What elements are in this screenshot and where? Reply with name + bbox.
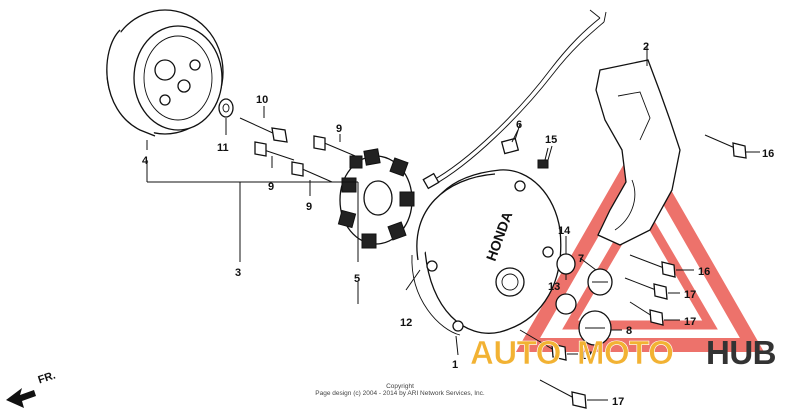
callout-14: 14 bbox=[558, 225, 571, 237]
callout-12: 12 bbox=[400, 317, 412, 329]
cap-7 bbox=[587, 268, 613, 296]
copyright-line-2: Page design (c) 2004 - 2014 by ARI Netwo… bbox=[315, 390, 485, 397]
callout-3: 3 bbox=[235, 267, 241, 279]
flywheel bbox=[106, 9, 224, 137]
callout-11: 11 bbox=[217, 142, 229, 154]
callout-16b: 16 bbox=[698, 266, 710, 278]
callout-16a: 16 bbox=[762, 148, 774, 160]
washer bbox=[218, 98, 234, 118]
copyright-line-1: Copyright bbox=[386, 383, 414, 390]
bolts-9 bbox=[254, 135, 361, 183]
callout-17a: 17 bbox=[684, 289, 696, 301]
watermark-triangle bbox=[515, 135, 765, 352]
callout-numbers: 1 2 3 4 5 6 7 8 9 9 9 10 11 12 13 14 15 … bbox=[142, 41, 774, 408]
bolt-10 bbox=[239, 117, 288, 143]
callout-15: 15 bbox=[545, 134, 557, 146]
stator bbox=[337, 148, 415, 249]
watermark-auto: AUTO bbox=[470, 334, 561, 371]
callout-9b: 9 bbox=[268, 181, 274, 193]
callout-17d: 17 bbox=[612, 396, 624, 408]
watermark-logo: AUTO MOTO HUB bbox=[470, 334, 777, 372]
callout-9c: 9 bbox=[306, 201, 312, 213]
callout-10: 10 bbox=[256, 94, 268, 106]
cap-8 bbox=[578, 310, 612, 346]
bolt-15 bbox=[537, 147, 549, 169]
callout-5: 5 bbox=[354, 273, 360, 285]
bolt-16-upper bbox=[704, 134, 747, 159]
leader-lines bbox=[146, 45, 760, 401]
sprocket-cover-bracket bbox=[595, 54, 681, 246]
watermark-hub: HUB bbox=[706, 334, 776, 371]
callout-17b: 17 bbox=[684, 316, 696, 328]
callout-9a: 9 bbox=[336, 123, 342, 135]
bolts-17 bbox=[519, 254, 676, 409]
callout-2: 2 bbox=[643, 41, 649, 53]
oring-13 bbox=[555, 253, 577, 315]
callout-8: 8 bbox=[626, 325, 632, 337]
grommet bbox=[500, 129, 520, 155]
callout-6: 6 bbox=[516, 119, 522, 131]
callout-17c: 17 bbox=[580, 350, 592, 362]
callout-1: 1 bbox=[452, 359, 458, 371]
copyright-notice: Copyright Page design (c) 2004 - 2014 by… bbox=[0, 383, 800, 397]
watermark-moto: MOTO bbox=[577, 334, 673, 371]
left-crankcase-cover: HONDA bbox=[411, 169, 562, 336]
callout-4: 4 bbox=[142, 155, 149, 167]
front-direction-arrow bbox=[6, 388, 36, 408]
callout-13: 13 bbox=[548, 281, 560, 293]
wire-harness bbox=[422, 9, 607, 190]
callout-7: 7 bbox=[578, 253, 584, 265]
